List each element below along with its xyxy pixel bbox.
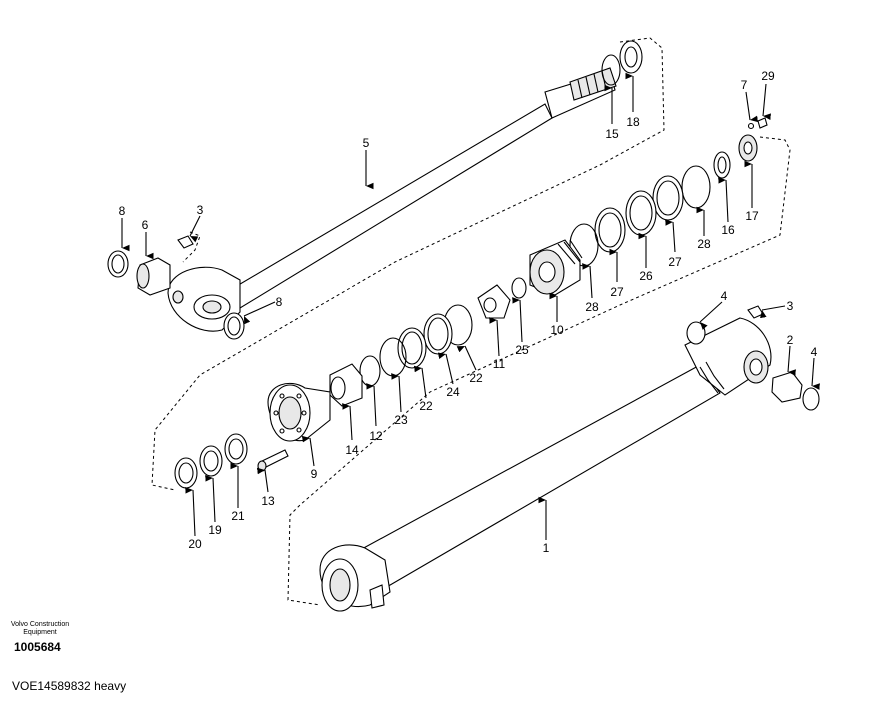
bushing-part-2	[771, 371, 803, 403]
callout-26: 26	[639, 269, 653, 283]
callout-27-upper: 27	[668, 255, 682, 269]
callout-23: 23	[394, 413, 408, 427]
assembly-path-rod	[151, 37, 665, 491]
callout-3-tube: 3	[787, 299, 794, 313]
callout-17: 17	[745, 209, 759, 223]
ring-part-18-inner	[624, 46, 638, 68]
piston-stack	[329, 134, 758, 407]
assembly-path-gland	[287, 136, 791, 606]
seal-part-4-right	[802, 387, 820, 411]
callout-3-rod: 3	[197, 203, 204, 217]
callout-11: 11	[493, 357, 506, 371]
footer-caption: VOE14589832 heavy	[12, 679, 127, 693]
ring-part-20-inner	[178, 462, 194, 484]
callout-12: 12	[369, 429, 383, 443]
callout-2: 2	[787, 333, 794, 347]
brand-label: Volvo Construction Equipment	[8, 621, 72, 637]
callout-22-lower: 22	[419, 399, 433, 413]
callout-29: 29	[761, 69, 775, 83]
callout-9: 9	[311, 467, 318, 481]
brand-line-1: Volvo Construction	[10, 621, 70, 628]
brand-line-2: Equipment	[23, 629, 57, 636]
callout-4-right: 4	[811, 345, 818, 359]
callout-28-upper: 28	[697, 237, 711, 251]
callout-6: 6	[142, 218, 149, 232]
callout-21: 21	[231, 509, 245, 523]
assembly-path-pin	[182, 231, 201, 263]
callout-15: 15	[605, 127, 619, 141]
callout-27-lower: 27	[610, 285, 624, 299]
seal-part-8-left-inner	[111, 254, 125, 274]
leader-lines	[121, 72, 820, 540]
part-7	[747, 122, 755, 130]
piston-rod	[167, 67, 617, 332]
grease-nipple-part-3-tube	[747, 305, 764, 319]
seal-part-8-right-inner	[227, 316, 241, 336]
cylinder-tube	[319, 317, 772, 612]
callout-10: 10	[550, 323, 564, 337]
part-29	[757, 117, 768, 129]
callout-24: 24	[446, 385, 460, 399]
callout-28-lower: 28	[585, 300, 599, 314]
drawing-number: 1005684	[14, 640, 61, 654]
callout-25: 25	[515, 343, 529, 357]
callout-18: 18	[626, 115, 640, 129]
callout-8-right: 8	[276, 295, 283, 309]
callout-20: 20	[188, 537, 202, 551]
callout-7: 7	[741, 78, 748, 92]
bolt-head-part-13	[257, 460, 267, 472]
callout-labels: 1 2 3 3 4 4 5 6 7 8 8 9 10 11 12 13 14 1…	[119, 69, 818, 555]
callout-5: 5	[363, 136, 370, 150]
ring-part-19-inner	[203, 450, 219, 472]
callout-22-upper: 22	[469, 371, 483, 385]
ring-part-21-inner	[228, 438, 244, 460]
grease-nipple-part-3-rod	[177, 235, 194, 249]
callout-19: 19	[208, 523, 222, 537]
seal-part-4-top	[686, 321, 706, 345]
callout-1: 1	[543, 541, 550, 555]
callout-8-left: 8	[119, 204, 126, 218]
callout-13: 13	[261, 494, 275, 508]
gland-head-part-9	[267, 383, 331, 442]
callout-14: 14	[345, 443, 359, 457]
callout-4-top: 4	[721, 289, 728, 303]
bushing-part-6	[136, 257, 171, 296]
callout-16: 16	[721, 223, 735, 237]
